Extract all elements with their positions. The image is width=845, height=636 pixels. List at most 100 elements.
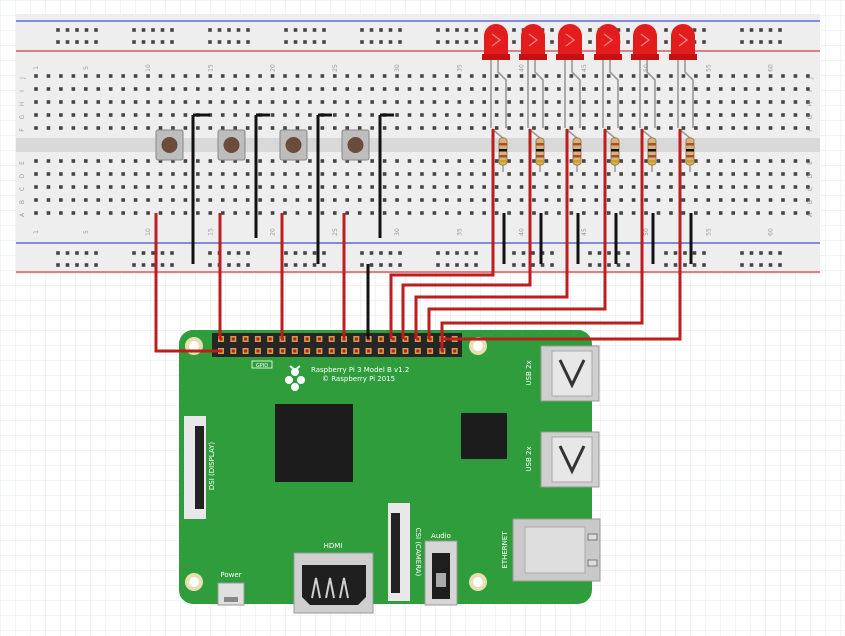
breadboard-hole [582, 113, 586, 117]
breadboard-hole [283, 185, 287, 189]
rail-hole [303, 263, 307, 267]
gpio-pin-center [354, 337, 358, 341]
breadboard-ground-wires [191, 113, 693, 264]
row-letter: G [807, 114, 814, 119]
breadboard-hole [420, 185, 424, 189]
gpio-pin-center [354, 349, 358, 353]
breadboard-hole [34, 100, 38, 104]
row-letter: D [807, 173, 814, 178]
rail-hole [132, 28, 136, 32]
breadboard-hole [519, 113, 524, 117]
gpio-pin-center [305, 349, 309, 353]
breadboard-hole [320, 159, 325, 163]
breadboard-hole [457, 113, 462, 117]
rail-hole [160, 251, 165, 255]
breadboard-hole [445, 211, 449, 215]
breadboard-hole [544, 159, 549, 163]
rail-hole [65, 40, 70, 44]
breadboard-hole [457, 172, 462, 176]
rail-hole [626, 28, 630, 32]
breadboard-hole [183, 74, 188, 78]
breadboard-hole [133, 211, 138, 215]
breadboard-hole [220, 185, 225, 189]
led-6 [669, 24, 697, 128]
breadboard-hole [756, 113, 760, 117]
breadboard-hole [196, 74, 200, 78]
breadboard-hole [370, 198, 374, 202]
breadboard-hole [756, 211, 760, 215]
breadboard-hole [258, 74, 262, 78]
breadboard-hole [469, 198, 474, 202]
breadboard-hole [718, 185, 723, 189]
breadboard-hole [806, 74, 810, 78]
rail-hole [512, 28, 516, 32]
breadboard-hole [445, 100, 449, 104]
breadboard-hole [694, 100, 698, 104]
breadboard-hole [370, 100, 374, 104]
breadboard-hole [544, 74, 549, 78]
rail-hole [75, 251, 79, 255]
row-letter: B [19, 200, 26, 204]
rail-hole [550, 263, 554, 267]
breadboard-hole [357, 185, 362, 189]
breadboard-hole [532, 211, 536, 215]
breadboard-hole [333, 211, 337, 215]
breadboard-hole [631, 172, 636, 176]
usb-label-1: USB 2x [525, 360, 533, 385]
red-wire-button-1 [154, 213, 222, 353]
rail-hole [512, 40, 516, 44]
breadboard-hole [731, 159, 735, 163]
breadboard-hole [606, 159, 611, 163]
rail-hole [369, 28, 374, 32]
breadboard-hole [694, 126, 698, 130]
rail-hole [94, 28, 98, 32]
row-letter: E [807, 161, 814, 165]
breadboard-hole [544, 185, 549, 189]
breadboard-hole [196, 100, 200, 104]
csi-label: CSI (CAMERA) [414, 528, 422, 577]
breadboard-hole [494, 211, 499, 215]
breadboard-hole [320, 74, 325, 78]
breadboard-hole [333, 113, 337, 117]
breadboard-hole [382, 198, 387, 202]
breadboard-hole [781, 198, 785, 202]
breadboard-hole [196, 172, 200, 176]
breadboard-hole [308, 198, 312, 202]
breadboard-hole [270, 126, 275, 130]
push-button-3 [279, 129, 308, 161]
breadboard-hole [46, 87, 51, 91]
resistor-4 [603, 128, 620, 172]
rail-hole [65, 28, 70, 32]
rail-hole [132, 40, 136, 44]
rail-hole [683, 263, 687, 267]
breadboard-hole [806, 185, 810, 189]
breadboard-hole [432, 113, 437, 117]
breadboard-hole [146, 113, 150, 117]
soc-chip [275, 404, 353, 482]
breadboard-hole [220, 100, 225, 104]
rail-hole [132, 251, 136, 255]
rail-hole [445, 40, 450, 44]
breadboard-hole [644, 159, 648, 163]
breadboard-hole [59, 87, 63, 91]
breadboard-hole [46, 211, 51, 215]
breadboard-hole [457, 74, 462, 78]
breadboard-hole [333, 87, 337, 91]
rail-hole [759, 263, 763, 267]
breadboard-hole [694, 185, 698, 189]
breadboard-hole [544, 113, 549, 117]
breadboard-hole [656, 211, 661, 215]
breadboard-hole [96, 159, 101, 163]
breadboard-hole [681, 74, 686, 78]
rail-hole [56, 263, 60, 267]
column-number-bottom: 45 [581, 228, 588, 236]
rail-hole [445, 263, 450, 267]
gpio-pin-center [391, 349, 395, 353]
column-number-top: 25 [332, 64, 339, 72]
breadboard-hole [432, 159, 437, 163]
breadboard-hole [357, 172, 362, 176]
breadboard-hole [806, 172, 810, 176]
breadboard-hole [582, 74, 586, 78]
breadboard-hole [183, 126, 188, 130]
gpio-pin-center [305, 337, 309, 341]
